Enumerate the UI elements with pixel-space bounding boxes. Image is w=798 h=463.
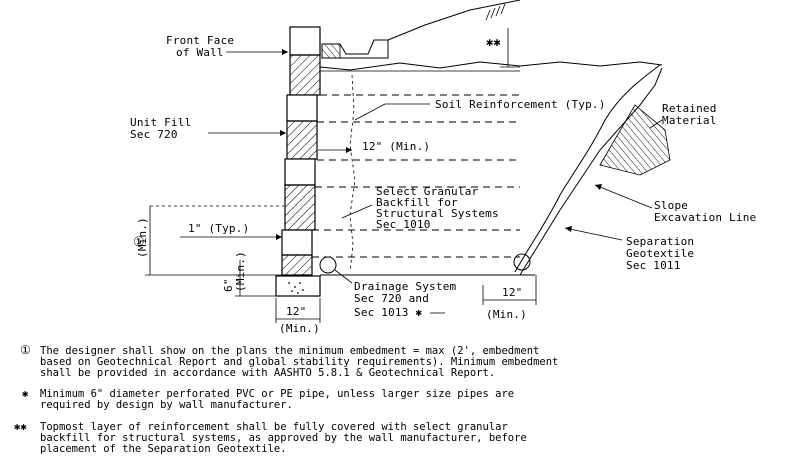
front-face-arrow [282, 49, 288, 55]
granular-label-2: Backfill for [376, 196, 458, 209]
granular-label-1: Select Granular [376, 185, 479, 198]
soil-reinforcement-label: Soil Reinforcement (Typ.) [435, 98, 606, 111]
geotextile-label-3: Sec 1011 [626, 259, 681, 272]
front-face-label-1: Front Face [166, 34, 234, 47]
leveling-pad-stipple [288, 282, 304, 294]
top-ground-slope [387, 0, 521, 41]
one-typ-label: 1" (Typ.) [188, 222, 249, 235]
twelve-bottom-label: 12" [286, 305, 306, 318]
retained-label-1: Retained [662, 102, 717, 115]
wall-blocks [281, 26, 321, 276]
retained-leader [649, 119, 663, 129]
twelve-top-arrow [346, 147, 352, 153]
unit-fill-boundary [349, 74, 356, 273]
slope-leader [594, 184, 653, 209]
min-vertical-label: (Min.) [136, 217, 149, 258]
slope-arrow [595, 184, 602, 190]
min-bottom-label: (Min.) [279, 322, 320, 335]
geotextile-label-1: Separation [626, 235, 694, 248]
soil-reinforcement-leader-diag [354, 103, 386, 121]
note-1-line-3: shall be provided in accordance with AAS… [40, 367, 495, 379]
min-right-label: (Min.) [486, 308, 527, 321]
slope-label-1: Slope [654, 199, 688, 212]
geotextile-label-2: Geotextile [626, 247, 694, 260]
finished-grade-line [319, 61, 663, 71]
six-min-label-1: 6" [222, 278, 235, 292]
retained-material-hatch [599, 104, 671, 176]
soil-reinforcement-layers [312, 94, 520, 258]
note-1-symbol: ① [20, 343, 31, 357]
ground-hatch-marks [485, 3, 506, 21]
unit-fill-label-2: Sec 720 [130, 128, 178, 141]
note-2-symbol: ✱ [22, 388, 29, 400]
drainage-pipe-left [319, 256, 337, 274]
note-2-line-2: required by design by wall manufacturer. [40, 399, 293, 411]
top-fill-stipple [321, 43, 341, 59]
slope-label-2: Excavation Line [654, 211, 756, 224]
drainage-label-2: Sec 720 and [354, 292, 429, 305]
ditch-outline [321, 39, 389, 59]
note-3-symbol: ✱✱ [14, 421, 27, 433]
twelve-top-label: 12" (Min.) [362, 140, 430, 153]
note-3-line-3: placement of the Separation Geotextile. [40, 443, 287, 455]
front-face-label-2: of Wall [176, 46, 224, 59]
granular-label-4: Sec 1010 [376, 218, 431, 231]
leveling-pad [275, 275, 321, 297]
note-1-line-1: The designer shall show on the plans the… [40, 345, 539, 357]
drainage-label-3: Sec 1013 ✱ [354, 306, 422, 319]
unit-fill-arrow [280, 130, 286, 136]
drainage-pipe-right [513, 253, 531, 271]
six-min-label-2: (Min.) [234, 251, 247, 292]
note-3-line-2: backfill for structural systems, as appr… [40, 432, 527, 444]
note-3-line-1: Topmost layer of reinforcement shall be … [40, 421, 508, 433]
circle-one-marker: ① [133, 235, 145, 250]
unit-fill-label-1: Unit Fill [130, 116, 191, 129]
note-1-line-2: based on Geotechnical Report and global … [40, 356, 558, 368]
double-star-label: ✱✱ [486, 35, 501, 49]
one-typ-arrow [276, 234, 282, 240]
geotextile-leader [564, 227, 623, 241]
twelve-right-label: 12" [502, 286, 522, 299]
drainage-label-1: Drainage System [354, 280, 457, 293]
retained-label-2: Material [662, 114, 717, 127]
drainage-leader [334, 269, 353, 284]
note-2-line-1: Minimum 6" diameter perforated PVC or PE… [40, 388, 514, 400]
granular-label-3: Structural Systems [376, 207, 499, 220]
excavation-line [519, 67, 663, 276]
geotextile-arrow [565, 226, 572, 232]
geotextile-line [514, 64, 661, 273]
granular-leader [341, 204, 373, 219]
